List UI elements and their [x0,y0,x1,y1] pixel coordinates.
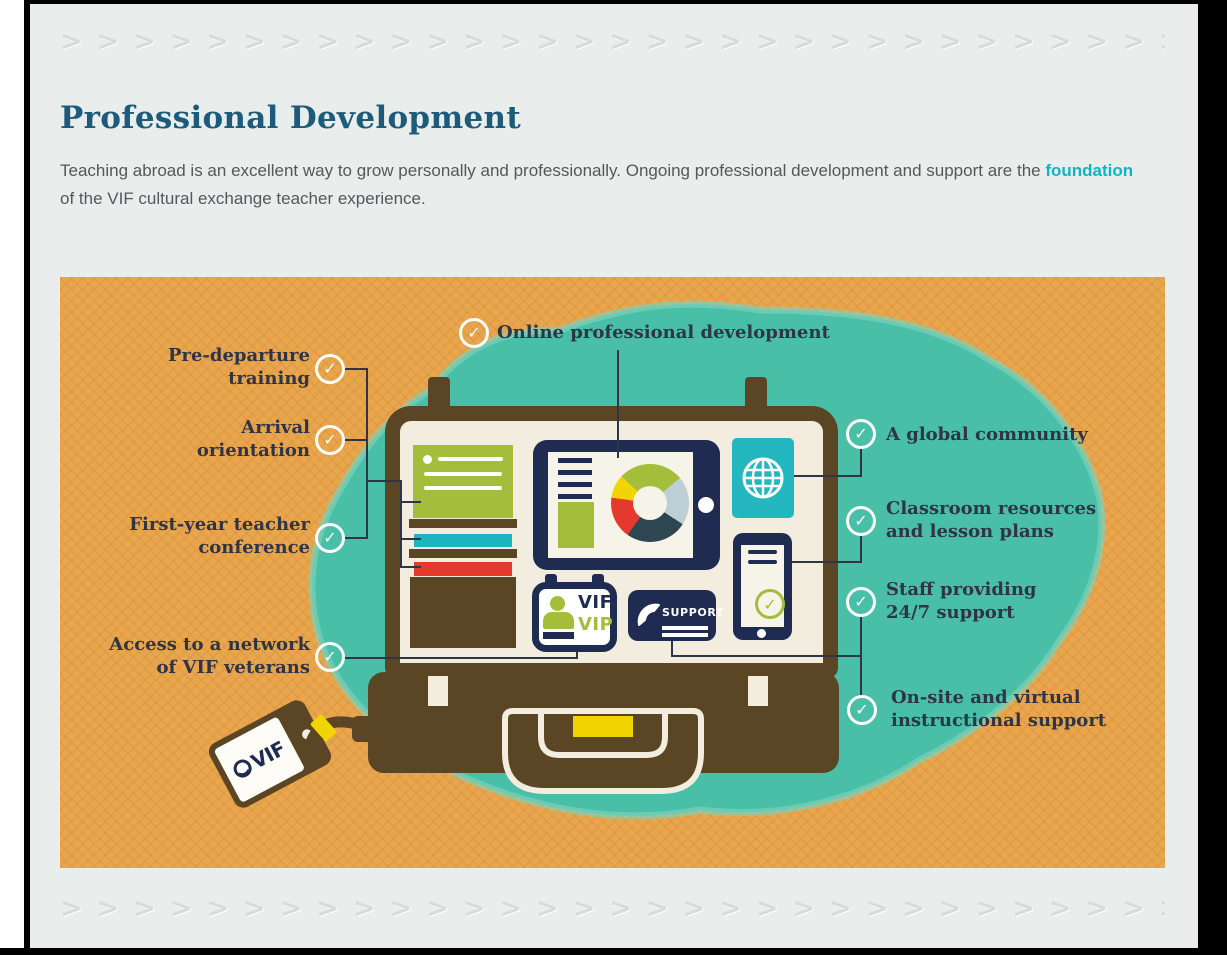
label-pre-departure: Pre-departure training [167,345,310,389]
stacked-item [409,519,517,528]
label-arrival-orientation: Arrival orientation [196,417,310,461]
text-line [748,550,777,554]
page-left-margin [0,0,24,948]
support-line [662,633,708,637]
donut-chart [611,464,689,542]
label-network-veterans: Access to a network of VIF veterans [109,634,310,678]
label-global-community: A global community [886,424,1088,445]
label-first-year-conference: First-year teacher conference [129,514,310,558]
text-line [558,458,592,463]
vif-vip-badge: VIF VIP [532,582,617,652]
page-title: Professional Development [60,100,521,136]
suitcase-hinge-right [745,377,767,409]
check-circle-icon [459,318,489,348]
label-classroom-resources: Classroom resources and lesson plans [886,498,1097,542]
suitcase-latch-right [748,676,768,706]
check-circle-icon [846,506,876,536]
smartphone [733,533,792,640]
support-label: SUPPORT [662,606,725,619]
check-circle-icon [315,523,345,553]
stacked-item [409,549,517,558]
person-icon [550,596,565,611]
check-circle-icon [755,589,785,619]
foundation-link[interactable]: foundation [1045,161,1134,180]
stacked-block [410,577,516,648]
check-circle-icon [847,695,877,725]
label-online-pd: Online professional development [497,322,830,343]
global-community-card [732,438,794,518]
connector-line [671,641,673,657]
suitcase-strap-tab [352,716,370,742]
text-line [748,560,777,564]
stacked-item [414,534,512,547]
suitcase-hinge-left [428,377,450,409]
document-card [413,445,513,518]
support-box: SUPPORT [628,590,723,641]
check-circle-icon [315,354,345,384]
text-line [558,494,592,499]
connector-line [794,475,862,477]
connector-line [792,561,862,563]
connector-line [400,501,421,503]
text-line [424,486,502,490]
connector-line [345,537,368,539]
connector-line [345,368,368,370]
connector-line [400,566,421,568]
check-circle-icon [315,642,345,672]
suitcase-handle [502,708,704,794]
text-line [558,482,592,487]
badge-text-vip: VIP [578,614,614,635]
suitcase-lock-plate [573,716,633,737]
chevron-pattern-top: >>>>>>>>>>>>>>>>>>>>>>>>>>>>>>>>>>>> [60,27,1165,57]
bullet-dot [423,455,432,464]
intro-paragraph: Teaching abroad is an excellent way to g… [60,157,1182,212]
check-circle-icon [315,425,345,455]
connector-line [860,536,862,563]
intro-text-after: of the VIF cultural exchange teacher exp… [60,188,426,208]
check-circle-icon [846,419,876,449]
luggage-tag-label: VIF [213,716,306,804]
stacked-item [414,562,512,576]
phone-handset-icon [637,603,660,626]
connector-line [860,617,862,695]
suitcase-latch-left [428,676,448,706]
smartphone-home-button [757,629,766,638]
chevron-pattern-bottom: >>>>>>>>>>>>>>>>>>>>>>>>>>>>>>>>>>>> [60,894,1165,924]
badge-bar [543,632,574,639]
screen-content-block [558,502,594,548]
connector-line [400,538,421,540]
smartphone-screen [741,545,785,627]
globe-icon [742,457,784,499]
text-line [438,457,503,461]
connector-line [400,480,402,568]
vif-globe-icon [234,759,253,778]
connector-line [345,439,368,441]
support-line [662,626,708,630]
intro-text-before: Teaching abroad is an excellent way to g… [60,161,1046,180]
connector-line [345,657,578,659]
connector-line [617,350,619,458]
text-line [558,470,592,475]
person-icon-body [543,612,574,629]
tablet-home-button [698,497,714,513]
luggage-tag: VIF [205,696,335,812]
connector-line [576,652,578,659]
label-staff-support: Staff providing 24/7 support [886,579,1037,623]
connector-line [860,449,862,477]
check-circle-icon [846,587,876,617]
connector-line [366,480,402,482]
connector-line [671,655,862,657]
text-line [424,472,502,476]
badge-text-vif: VIF [578,592,613,613]
label-onsite-virtual-support: On-site and virtual instructional suppor… [891,687,1107,731]
connector-line [366,368,368,539]
